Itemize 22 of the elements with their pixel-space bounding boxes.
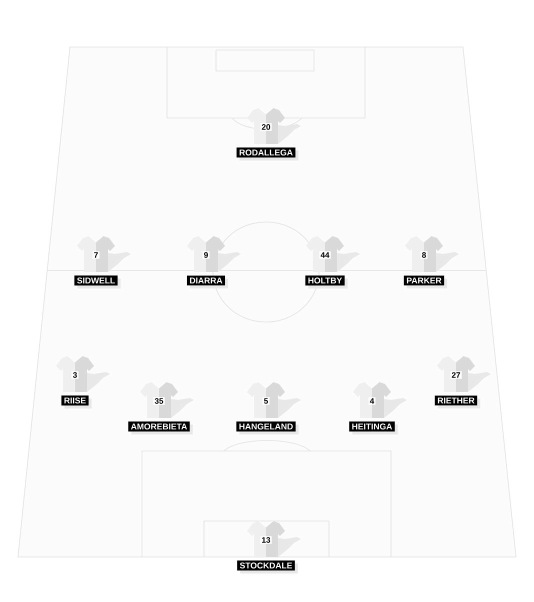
name-label: HEITINGA — [349, 422, 398, 434]
name-label: STOCKDALE — [237, 560, 298, 574]
name-label: RIISE — [61, 396, 92, 409]
jersey: 20 — [247, 108, 301, 144]
jersey: 5 — [247, 382, 301, 418]
name-label: HANGELAND — [236, 422, 299, 434]
name-label: HOLTBY — [305, 276, 348, 288]
name-label: PARKER — [404, 276, 448, 288]
name-label: DIARRA — [186, 276, 228, 288]
jersey: 4 — [353, 382, 407, 418]
jersey: 8 — [405, 236, 459, 272]
jersey: 3 — [56, 356, 110, 392]
jersey: 9 — [187, 236, 241, 272]
jersey: 35 — [140, 382, 194, 418]
name-label: SIDWELL — [74, 276, 121, 288]
name-label: RODALLEGA — [236, 148, 298, 161]
jersey: 27 — [437, 356, 491, 392]
jersey: 7 — [77, 236, 131, 272]
name-label: RIETHER — [434, 396, 480, 408]
jersey: 13 — [247, 520, 301, 557]
name-label: AMOREBIETA — [128, 422, 193, 434]
jersey: 44 — [306, 236, 360, 272]
